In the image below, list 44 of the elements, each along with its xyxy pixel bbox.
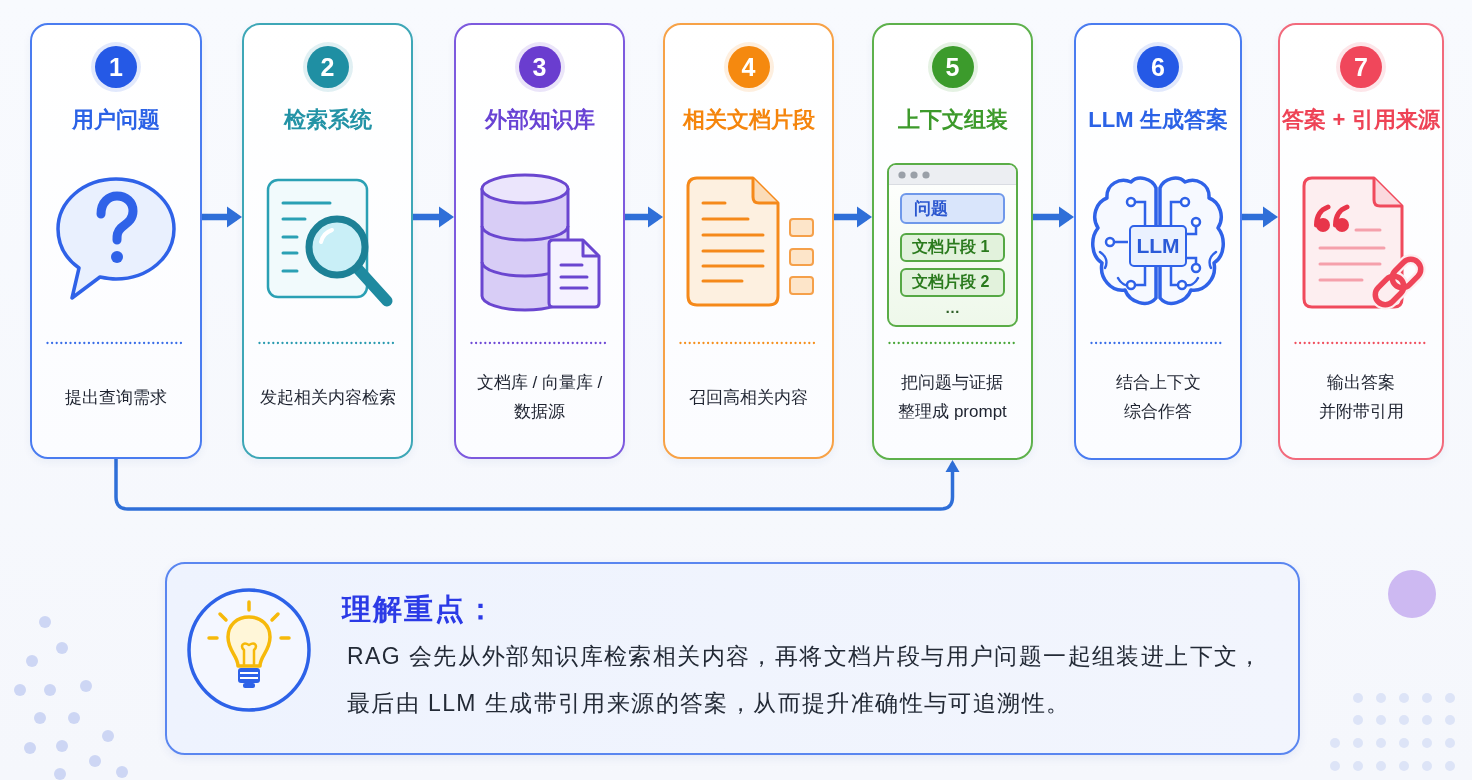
step-card [1278, 23, 1444, 460]
arrow [202, 206, 242, 228]
step-description: 结合上下文综合作答 [1115, 372, 1201, 423]
step-description: 召回高相关内容 [689, 386, 808, 409]
arrow [114, 459, 960, 511]
step-description: 把问题与证据整理成 prompt [898, 372, 1007, 423]
prompt-block: 文档片段 1 [900, 233, 1005, 262]
prompt-block: 文档片段 2 [900, 268, 1005, 297]
arrow [625, 206, 663, 228]
step-card [872, 23, 1033, 460]
prompt-block: 问题 [900, 193, 1005, 224]
step-number-badge: 4 [727, 46, 770, 88]
key-points-panel [165, 562, 1300, 755]
step-description: 文档库 / 向量库 / 数据源 [476, 372, 603, 423]
step-title: 外部知识库 [484, 106, 595, 134]
step-card [663, 23, 834, 459]
step-description: 发起相关内容检索 [259, 386, 396, 409]
step-number-badge: 6 [1137, 46, 1179, 88]
step-description: 输出答案并附带引用 [1318, 372, 1404, 423]
panel-text: RAG 会先从外部知识库检索相关内容，再将文档片段与用户问题一起组装进上下文，最后由 LLM 生成带引用来源的答案，从而提升准确性与可追溯性。 [347, 642, 1263, 718]
llm-box: LLM [1129, 225, 1187, 267]
arrow [834, 206, 872, 228]
step-title: LLM 生成答案 [1088, 106, 1228, 134]
step-description: 提出查询需求 [65, 386, 167, 409]
step-number-badge: 5 [931, 46, 974, 88]
step-title: 用户问题 [72, 106, 160, 134]
step-card [1074, 23, 1242, 460]
ellipsis-text: … [945, 300, 960, 316]
step-title: 检索系统 [283, 106, 372, 134]
arrow [1033, 206, 1074, 228]
step-number-badge: 3 [518, 46, 561, 88]
step-title: 上下文组装 [897, 106, 1008, 134]
step-card [454, 23, 625, 459]
step-card [30, 23, 202, 459]
step-number-badge: 2 [306, 46, 349, 88]
step-title: 相关文档片段 [682, 106, 815, 134]
prompt-window [887, 163, 1018, 327]
step-card [242, 23, 413, 459]
step-number-badge: 1 [95, 46, 137, 88]
step-number-badge: 7 [1340, 46, 1382, 88]
panel-heading: 理解重点： [342, 592, 497, 626]
arrow [1242, 206, 1278, 228]
step-title: 答案 + 引用来源 [1282, 106, 1440, 134]
arrow [413, 206, 454, 228]
